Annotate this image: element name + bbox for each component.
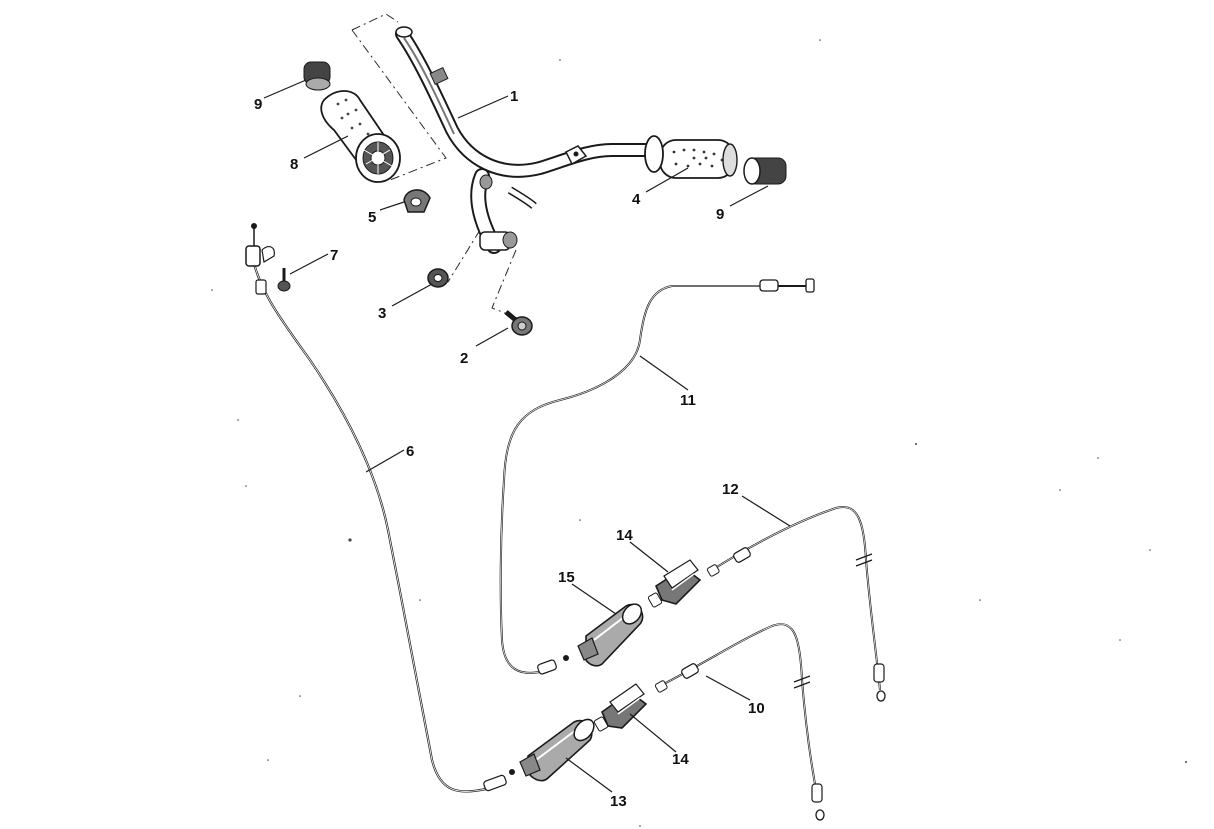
cable-12-part <box>706 505 886 702</box>
part-label-10: 10 <box>748 700 765 717</box>
cable-11-part <box>499 278 815 675</box>
part-label-4: 4 <box>632 191 641 208</box>
cable-joint-14-lower-part <box>593 683 648 732</box>
clamp-part <box>403 189 431 213</box>
part-label-7: 7 <box>330 247 338 264</box>
screw-part <box>277 268 291 292</box>
part-label-15: 15 <box>558 569 575 586</box>
part-label-9-right: 9 <box>716 206 724 223</box>
part-label-5: 5 <box>368 209 376 226</box>
part-label-11: 11 <box>680 392 696 409</box>
part-label-1: 1 <box>510 88 518 105</box>
cable-joint-14-upper-part <box>647 559 702 608</box>
part-label-14-lower: 14 <box>672 751 689 768</box>
part-label-12: 12 <box>722 481 739 498</box>
right-grip-part <box>644 135 738 179</box>
scan-speckle <box>211 39 1187 827</box>
part-label-8: 8 <box>290 156 298 173</box>
grip-end-left-part <box>303 61 331 91</box>
part-label-13: 13 <box>610 793 627 810</box>
adjuster-boot-13-part <box>519 718 595 782</box>
cable-6-part <box>245 223 515 793</box>
part-label-9-left: 9 <box>254 96 262 113</box>
part-label-3: 3 <box>378 305 386 322</box>
part-label-2: 2 <box>460 350 468 367</box>
nut-part <box>427 268 449 288</box>
cable-10-part <box>654 623 825 821</box>
handlebar-part <box>395 26 659 254</box>
adjuster-boot-15-part <box>577 603 644 667</box>
part-labels: 1 2 3 4 5 6 7 8 9 9 10 11 12 13 14 14 15 <box>254 88 765 810</box>
leader-lines <box>263 79 791 793</box>
part-label-14-upper: 14 <box>616 527 633 544</box>
throttle-grip-part <box>320 90 401 183</box>
grip-end-right-part <box>743 157 787 185</box>
part-label-6: 6 <box>406 443 414 460</box>
bolt-part <box>504 310 533 336</box>
